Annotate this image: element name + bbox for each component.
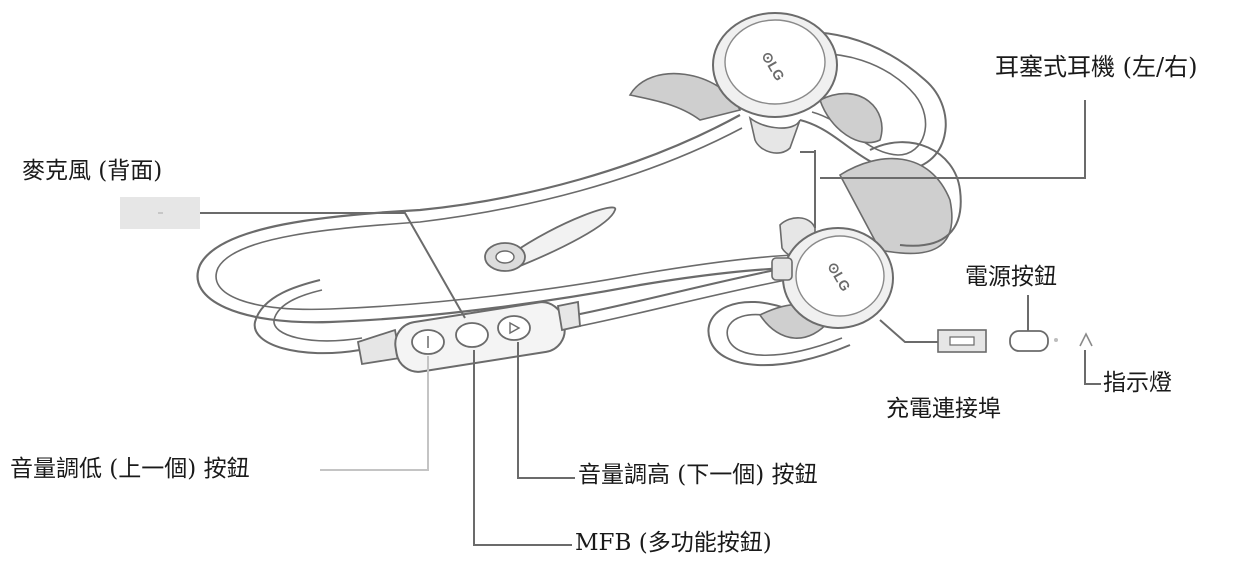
mfb-button[interactable] [455, 322, 489, 348]
cable-right [559, 267, 786, 319]
earbud-right-face [795, 235, 885, 317]
ear-hook-right-loop [869, 141, 962, 247]
ear-hook-left-fin [819, 92, 883, 144]
label-mfb: MFB (多功能按鈕) [575, 530, 772, 556]
ear-hook-right-wing [838, 157, 953, 255]
leader-indicator [1084, 350, 1101, 385]
earbud-left-face [724, 19, 826, 105]
ear-hook-right-lower-loop [707, 301, 851, 367]
volume-up-mark [509, 321, 521, 335]
label-earbuds: 耳塞式耳機 (左/右) [995, 53, 1198, 81]
cable-clip-loop [508, 206, 616, 270]
leader-earbuds [820, 100, 1086, 179]
power-button-dot [1054, 338, 1058, 342]
label-volume-up: 音量調高 (下一個) 按鈕 [578, 462, 818, 488]
label-power-button: 電源按鈕 [965, 264, 1057, 290]
earbud-left-tip [748, 115, 801, 154]
leader-volume-up [517, 342, 575, 479]
power-button[interactable] [1009, 330, 1049, 352]
neckband-upper [196, 114, 801, 324]
leader-mfb [473, 350, 572, 546]
cable-clip-center [495, 250, 515, 264]
label-indicator: 指示燈 [1103, 370, 1172, 396]
ear-hook-left-loop [759, 31, 947, 172]
remote-strain-relief [356, 328, 402, 366]
earbud-right-cable-joint [771, 257, 793, 281]
leader-volume-down [320, 356, 429, 471]
charging-port-slot [949, 336, 975, 346]
ear-hook-right-lower-loop-inner [726, 313, 843, 357]
volume-up-button[interactable] [497, 315, 531, 341]
remote-strain-relief-right [556, 300, 581, 332]
label-volume-down: 音量調低 (上一個) 按鈕 [10, 456, 250, 482]
label-microphone: 麥克風 (背面) [22, 158, 163, 184]
leader-right-housing [879, 319, 938, 343]
indicator-light [1079, 332, 1093, 347]
cable-right-inner [559, 279, 787, 331]
neckband-lower-inner [273, 289, 363, 342]
leader-microphone [200, 212, 466, 319]
label-charging-port: 充電連接埠 [886, 396, 1001, 422]
neckband-lower [253, 279, 361, 355]
neckband-upper-inner [215, 127, 799, 311]
